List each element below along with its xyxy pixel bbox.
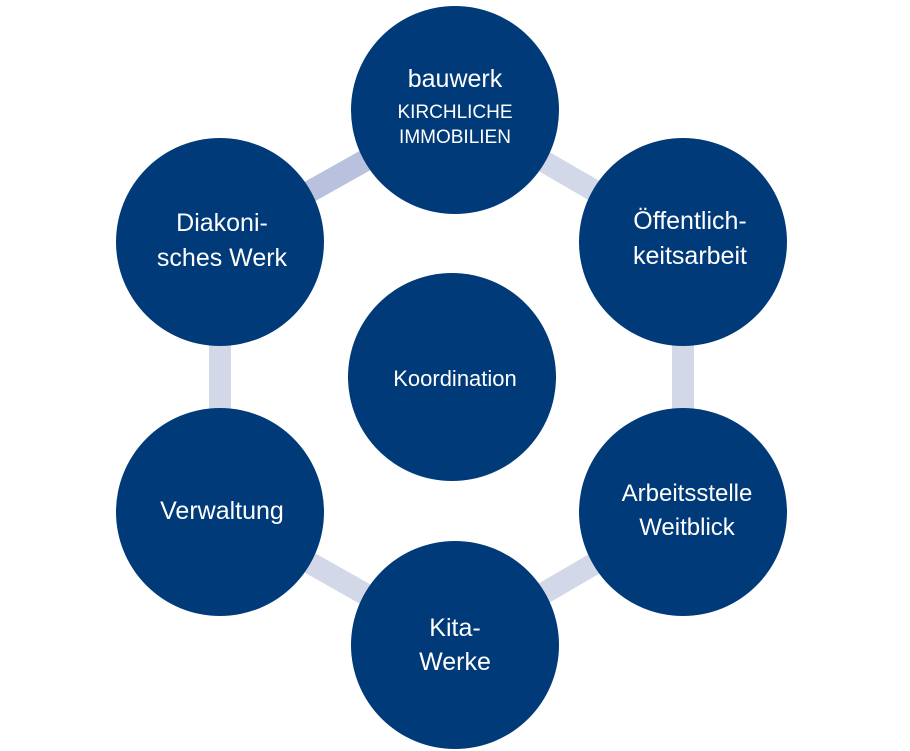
node-circle-arbeitsstelle-weitblick <box>579 408 787 616</box>
node-circle-oeffentlichkeitsarbeit <box>579 138 787 346</box>
node-circle-bauwerk <box>351 6 559 214</box>
node-label-diakonisches-line2: sches Werk <box>157 244 288 272</box>
node-label-diakonisches-line1: Diakoni- <box>176 209 268 237</box>
node-circle-verwaltung <box>116 408 324 616</box>
center-node-koordination: Koordination <box>348 273 556 481</box>
center-circle <box>348 273 556 481</box>
node-label-arbeitsstelle-line2: Weitblick <box>639 514 736 541</box>
node-arbeitsstelle-weitblick: Arbeitsstelle Weitblick <box>579 408 787 616</box>
node-label-oeffentlichkeitsarbeit-line2: keitsarbeit <box>633 242 747 270</box>
node-bauwerk: bauwerk KIRCHLICHE IMMOBILIEN <box>351 6 559 214</box>
node-circle-kita-werke <box>351 541 559 749</box>
node-label-verwaltung: Verwaltung <box>160 497 284 525</box>
node-kita-werke: Kita- Werke <box>351 541 559 749</box>
node-label-bauwerk-line2: KIRCHLICHE <box>397 102 512 123</box>
center-label: Koordination <box>393 366 517 391</box>
node-circle-diakonisches-werk <box>116 138 324 346</box>
node-oeffentlichkeitsarbeit: Öffentlich- keitsarbeit <box>579 138 787 346</box>
node-label-bauwerk-line3: IMMOBILIEN <box>399 127 511 148</box>
node-verwaltung: Verwaltung <box>116 408 324 616</box>
node-diakonisches-werk: Diakoni- sches Werk <box>116 138 324 346</box>
node-label-bauwerk-title: bauwerk <box>408 65 503 93</box>
node-label-kita-line1: Kita- <box>429 614 480 642</box>
node-label-oeffentlichkeitsarbeit-line1: Öffentlich- <box>633 207 746 235</box>
node-label-kita-line2: Werke <box>419 648 491 676</box>
node-label-arbeitsstelle-line1: Arbeitsstelle <box>622 480 753 507</box>
